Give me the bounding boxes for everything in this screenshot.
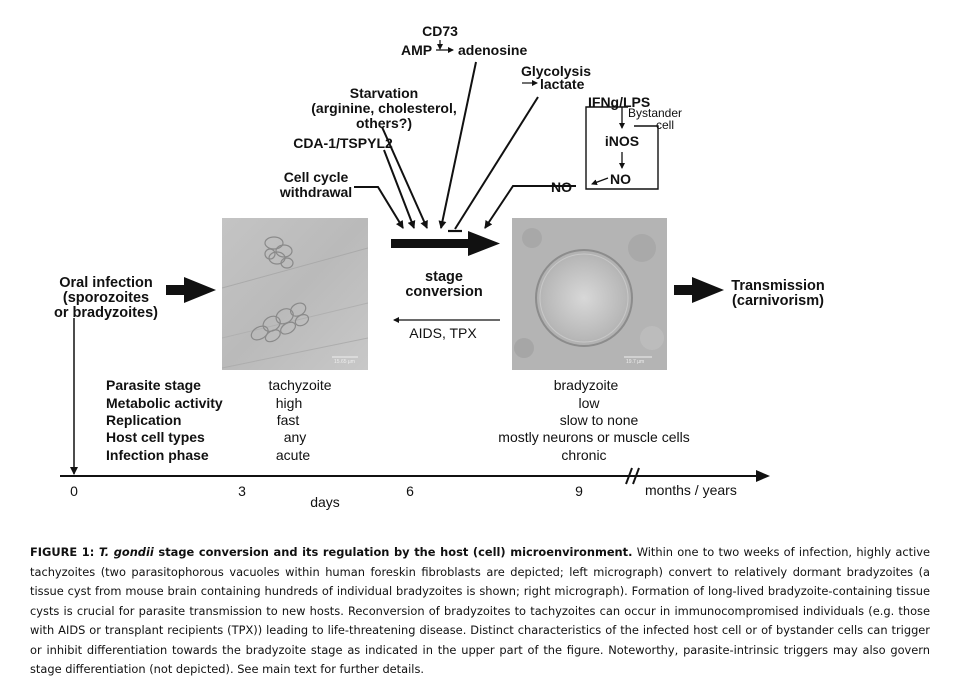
no-trigger-line <box>484 185 576 229</box>
transmission-arrow-shaft <box>674 285 694 295</box>
reconversion-label: AIDS, TPX <box>409 325 477 341</box>
row-label: Host cell types <box>106 429 205 445</box>
months-years-label: months / years <box>645 482 737 498</box>
bradyzoite-value: mostly neurons or muscle cells <box>498 429 690 445</box>
bradyzoite-value: chronic <box>561 447 607 463</box>
tick-label-0: 0 <box>70 483 78 499</box>
row-label: Metabolic activity <box>106 395 223 411</box>
tachyzoite-value: any <box>283 429 307 445</box>
oral-infection-label: Oral infection (sporozoites or bradyzoit… <box>54 275 158 321</box>
tachyzoite-value: acute <box>275 447 311 463</box>
row-label: Parasite stage <box>106 377 201 393</box>
tick-label-9: 9 <box>575 483 583 499</box>
days-label: days <box>310 494 340 510</box>
axis-break-mark <box>632 467 640 485</box>
row-label: Replication <box>106 412 182 428</box>
glycolysis-label: Glycolysis <box>520 63 592 79</box>
adenosine-trigger-line <box>438 61 477 229</box>
bradyzoite-value: slow to none <box>559 412 639 428</box>
transmission-arrow-head <box>692 277 724 303</box>
cd73-label: CD73 <box>422 23 458 39</box>
stage-conversion-arrow-shaft <box>391 239 469 248</box>
no-inner-label: NO <box>610 171 631 187</box>
caption-prefix: FIGURE 1: <box>30 545 99 559</box>
caption-title: stage conversion and its regulation by t… <box>153 545 633 559</box>
tick-label-6: 6 <box>406 483 414 499</box>
bystander-cell-box <box>585 106 659 190</box>
adenosine-label: adenosine <box>458 42 528 58</box>
oral-arrow-head <box>184 277 216 303</box>
bystander-cell-label: Bystander cell <box>628 106 683 132</box>
row-label: Infection phase <box>106 447 209 463</box>
tick-label-3: 3 <box>238 483 246 499</box>
cda1-trigger-line <box>383 149 416 229</box>
amp-label: AMP <box>401 42 433 58</box>
tachyzoite-value: tachyzoite <box>268 377 332 393</box>
tachyzoite-value: fast <box>276 412 300 428</box>
no-outer-label: NO <box>551 179 572 195</box>
oral-arrow-shaft <box>166 285 186 295</box>
caption-body: Within one to two weeks of infection, hi… <box>30 545 930 676</box>
tachyzoite-micrograph: 15.65 µm <box>222 218 368 370</box>
figure-caption: FIGURE 1: T. gondii stage conversion and… <box>30 543 930 680</box>
starvation-label: Starvation (arginine, cholesterol, other… <box>311 85 457 131</box>
left-scale-label: 15.65 µm <box>334 359 355 365</box>
transmission-label: Transmission (carnivorism) <box>731 278 825 309</box>
axis-break-mark <box>625 467 633 485</box>
inos-label: iNOS <box>604 133 640 149</box>
diagram-arrows <box>60 40 770 485</box>
ifng-lps-label: IFNg/LPS <box>588 94 651 110</box>
bradyzoite-value: bradyzoite <box>553 377 619 393</box>
no-export-arrow <box>591 177 609 186</box>
cda1-label: CDA-1/TSPYL2 <box>293 135 393 151</box>
starvation-trigger-line <box>381 126 428 229</box>
bradyzoite-value: low <box>578 395 600 411</box>
cellcycle-trigger-line <box>354 186 404 229</box>
lactate-inhibit-line <box>454 96 539 230</box>
cell-cycle-label: Cell cycle withdrawal <box>279 169 353 200</box>
caption-species: T. gondii <box>98 545 154 559</box>
stage-conversion-arrow-head <box>468 231 500 256</box>
stage-conversion-label: stage conversion <box>405 269 483 300</box>
bradyzoite-micrograph: 19.7 µm <box>512 218 667 370</box>
lactate-label: lactate <box>540 76 585 92</box>
timeline-arrow-head <box>756 470 770 482</box>
tachyzoite-value: high <box>275 395 303 411</box>
right-scale-label: 19.7 µm <box>626 359 645 365</box>
